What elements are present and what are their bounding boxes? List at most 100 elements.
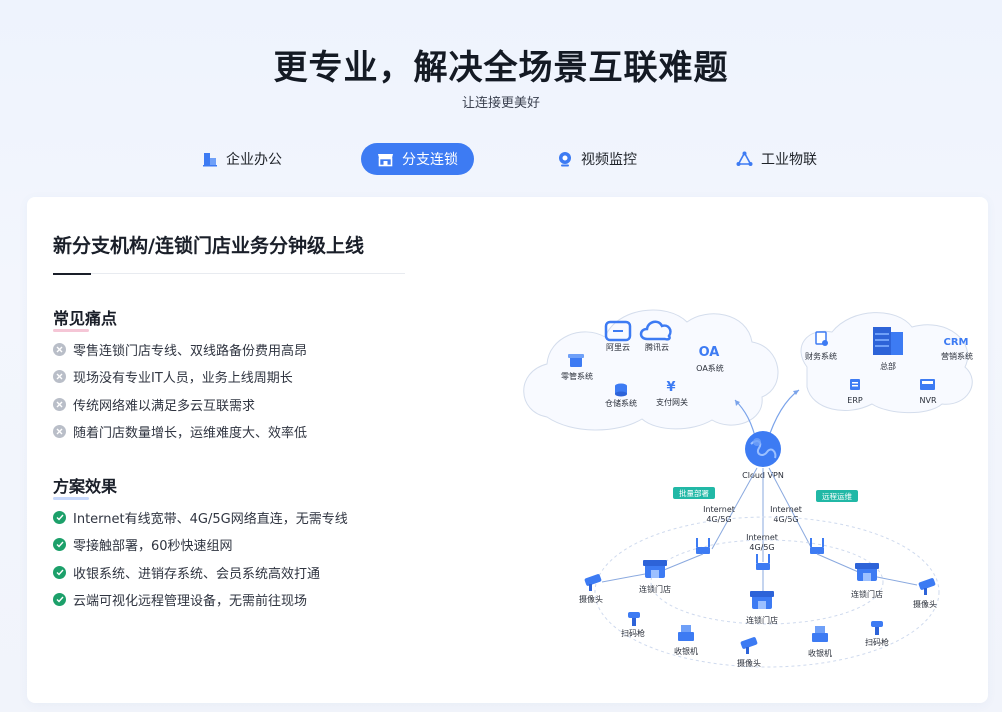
globe-vpn-icon [745,431,781,467]
store-label: 连锁门店 [746,615,778,625]
crm-label: 营销系统 [941,351,973,361]
internet-label: Internet [703,505,735,514]
public-cloud-shape [523,309,779,431]
hq-label: 总部 [880,361,896,371]
pain-points-heading-text: 常见痛点 [53,309,118,328]
camera-icon [740,637,758,654]
pain-point-item: 零售连锁门店专线、双线路备份费用高昂 [53,340,307,359]
close-circle-icon [53,425,66,438]
pain-point-item: 随着门店数量增长，运维难度大、效率低 [53,422,307,441]
store-label: 连锁门店 [851,589,883,599]
scenario-tabs: 企业办公 分支连锁 视频监控 工业物联 [0,143,1002,175]
tab-label: 工业物联 [761,152,817,168]
tab-video-surveillance[interactable]: 视频监控 [557,143,637,175]
finance-system-label: 财务系统 [805,351,837,361]
camera-icon [584,574,602,591]
retail-system-icon [568,354,584,367]
scanner-label: 扫码枪 [865,637,889,647]
storefront-icon [378,154,393,167]
effect-item: Internet有线宽带、4G/5G网络直连，无需专线 [53,508,348,527]
network-topology-diagram: 阿里云 腾讯云 OA OA系统 零管系统 仓储系统 ¥ 支付网关 财务系统 总部… [523,309,973,668]
svg-text:¥: ¥ [666,380,675,395]
pain-point-text: 随着门店数量增长，运维难度大、效率低 [73,426,308,441]
storage-system-label: 仓储系统 [605,398,637,408]
remote-ops-label: 远程运维 [822,491,852,501]
finance-system-icon [815,331,828,346]
effect-item: 云端可视化远程管理设备，无需前往现场 [53,590,307,609]
hero-subtitle: 让连接更美好 [461,96,540,111]
cashier-label: 收银机 [808,648,832,658]
scanner-icon [871,621,883,635]
router-icon [756,554,770,570]
building-icon [203,153,217,167]
cash-register-icon [678,625,694,641]
pain-point-text: 传统网络难以满足多云互联需求 [73,399,256,414]
erp-icon [850,379,860,390]
cash-register-icon [812,626,828,642]
crm-big-label: CRM [944,337,969,348]
hero-title: 更专业，解决全场景互联难题 [273,48,729,88]
router-icon [696,538,710,554]
pain-point-text: 零售连锁门店专线、双线路备份费用高昂 [73,344,308,359]
close-circle-icon [53,343,66,356]
solution-card: 新分支机构/连锁门店业务分钟级上线 常见痛点 零售连锁门店专线、双线路备份费用高… [27,197,988,703]
payment-gateway-label: 支付网关 [656,397,688,407]
pain-point-item: 传统网络难以满足多云互联需求 [53,395,255,414]
check-circle-icon [53,566,66,579]
camera-icon [918,578,936,595]
effect-text: Internet有线宽带、4G/5G网络直连，无需专线 [73,512,348,527]
batch-deploy-label: 批量部署 [679,488,709,498]
heading-underline [53,497,89,500]
title-underline [53,273,91,275]
effects-heading: 方案效果 [53,473,118,500]
nvr-label: NVR [919,396,936,405]
camera-label: 摄像头 [737,658,761,668]
tab-label: 企业办公 [226,152,282,168]
storage-system-icon [615,383,627,397]
aliyun-icon [604,320,632,342]
close-circle-icon [53,398,66,411]
tencent-cloud-icon [639,320,672,341]
router-icon [810,538,824,554]
erp-label: ERP [847,396,863,405]
mobile-network-label: 4G/5G [749,543,774,552]
pain-point-item: 现场没有专业IT人员，业务上线周期长 [53,367,293,386]
close-circle-icon [53,370,66,383]
effect-text: 收银系统、进销存系统、会员系统高效打通 [73,567,321,582]
tab-industrial-iot[interactable]: 工业物联 [736,143,817,175]
title-divider [91,273,405,274]
check-circle-icon [53,538,66,551]
aliyun-label: 阿里云 [606,343,630,352]
store-label: 连锁门店 [639,584,671,594]
batch-deploy-badge [673,487,715,499]
camera-label: 摄像头 [913,599,937,609]
effect-item: 收银系统、进销存系统、会员系统高效打通 [53,563,320,582]
tencent-cloud-label: 腾讯云 [645,342,669,352]
camera-pin-icon [559,152,571,167]
oa-big-label: OA [699,345,720,360]
scanner-label: 扫码枪 [621,628,645,638]
payment-gateway-icon: ¥ [666,380,675,395]
scanner-icon [628,612,640,626]
cashier-label: 收银机 [674,646,698,656]
tab-branch-chain[interactable]: 分支连锁 [361,143,474,175]
check-circle-icon [53,511,66,524]
tab-label: 分支连锁 [402,152,458,168]
tab-enterprise-office[interactable]: 企业办公 [202,143,282,175]
card-title: 新分支机构/连锁门店业务分钟级上线 [53,235,364,257]
tab-label: 视频监控 [581,152,637,168]
heading-underline [53,329,89,332]
pain-points-heading: 常见痛点 [53,305,118,332]
check-circle-icon [53,593,66,606]
network-nodes-icon [736,151,753,166]
effect-text: 云端可视化远程管理设备，无需前往现场 [73,594,308,609]
camera-label: 摄像头 [579,594,603,604]
oa-label: OA系统 [696,363,724,373]
internet-label: Internet [746,533,778,542]
mobile-network-label: 4G/5G [773,515,798,524]
effects-heading-text: 方案效果 [53,477,118,496]
internet-label: Internet [770,505,802,514]
effect-item: 零接触部署，60秒快速组网 [53,535,233,554]
store-icon [855,563,879,581]
mobile-network-label: 4G/5G [706,515,731,524]
